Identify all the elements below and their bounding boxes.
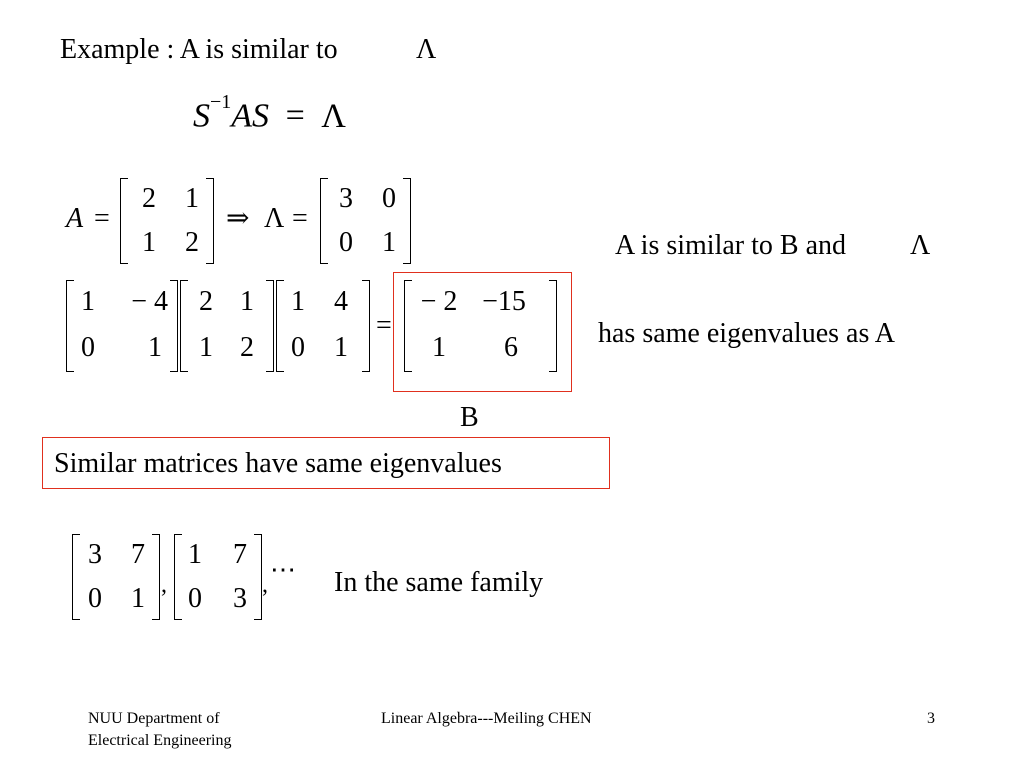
footer-page-number: 3 (927, 710, 935, 727)
matrix-cell: 3 (339, 183, 353, 214)
family-caption: In the same family (334, 567, 544, 598)
matrix-cell: 0 (88, 583, 102, 614)
matrix-s-inverse: 1 − 4 0 1 (74, 288, 168, 362)
footer-course: Linear Algebra---Meiling CHEN (381, 710, 592, 727)
matrix-cell: −15 (482, 286, 526, 317)
matrix-cell: 1 (188, 539, 202, 570)
bracket-right (152, 534, 160, 620)
matrix-cell: 1 (199, 332, 213, 363)
family-ellipsis: ⋯ (270, 555, 296, 584)
key-statement-box (42, 437, 610, 489)
matrix-cell: 7 (131, 539, 145, 570)
eq-equals: = (285, 97, 305, 135)
matrix-cell: 4 (334, 286, 348, 317)
matrix-cell: − 2 (420, 286, 458, 317)
matrix-cell: 1 (334, 332, 348, 363)
bracket-right (206, 178, 214, 264)
matrix-b-highlight (393, 272, 572, 392)
matrix-cell: 0 (81, 332, 95, 363)
bracket-right (266, 280, 274, 372)
key-statement: Similar matrices have same eigenvalues (54, 448, 502, 479)
eigenvalue-note: has same eigenvalues as A (598, 318, 896, 349)
family-comma: , (161, 572, 167, 598)
bracket-left (72, 534, 80, 620)
footer-department: NUU Department of Electrical Engineering (88, 708, 231, 752)
bracket-left (66, 280, 74, 372)
matrix-cell: 1 (382, 227, 396, 258)
matrix-cell: 2 (185, 227, 199, 258)
bracket-left (320, 178, 328, 264)
matrix-b-label: B (460, 402, 479, 433)
bracket-left (404, 280, 412, 372)
eq-as: AS (231, 97, 270, 135)
eq1-lambda: Λ (264, 203, 285, 234)
matrix-cell: 2 (240, 332, 254, 363)
matrix-cell: 1 (240, 286, 254, 317)
main-equation: S−1AS = Λ (193, 92, 346, 135)
bracket-left (276, 280, 284, 372)
heading-text: Example : A is similar to (60, 34, 338, 65)
lambda-symbol: Λ (416, 34, 437, 65)
matrix-cell: 1 (142, 227, 156, 258)
bracket-right (403, 178, 411, 264)
eq-exponent: −1 (210, 91, 232, 113)
eq1-a-var: A (66, 203, 84, 234)
matrix-cell: 7 (233, 539, 247, 570)
bracket-right (362, 280, 370, 372)
eq1-equals-2: = (292, 203, 308, 234)
matrix-cell: 6 (504, 332, 518, 363)
matrix-cell: 0 (382, 183, 396, 214)
matrix-cell: 0 (339, 227, 353, 258)
matrix-cell: 1 (185, 183, 199, 214)
similar-note-text: A is similar to B and (615, 230, 846, 261)
bracket-right (549, 280, 557, 372)
footer-dept-line2: Electrical Engineering (88, 732, 232, 749)
matrix-cell: 1 (81, 286, 95, 317)
slide-heading: Example : A is similar to (60, 36, 338, 64)
matrix-b: − 2 −15 1 6 (412, 288, 542, 362)
matrix-cell: 1 (291, 286, 305, 317)
eq2-equals: = (376, 310, 392, 341)
matrix-cell: 1 (148, 332, 162, 363)
eq-lambda: Λ (321, 97, 346, 135)
bracket-right (254, 534, 262, 620)
matrix-cell: 0 (188, 583, 202, 614)
matrix-cell: 1 (432, 332, 446, 363)
matrix-cell: 3 (88, 539, 102, 570)
bracket-left (120, 178, 128, 264)
matrix-cell: 1 (131, 583, 145, 614)
matrix-cell: − 4 (131, 286, 168, 317)
footer-dept-line1: NUU Department of (88, 710, 220, 727)
matrix-cell: 0 (291, 332, 305, 363)
family-comma: , (262, 572, 268, 598)
matrix-cell: 2 (142, 183, 156, 214)
bracket-right (170, 280, 178, 372)
similar-note-lambda: Λ (910, 230, 931, 261)
eq-s-inverse-base: S (193, 97, 210, 135)
eq1-implies: ⇒ (226, 203, 250, 234)
eq1-equals: = (94, 203, 110, 234)
similar-note: A is similar to B and (615, 232, 846, 260)
matrix-cell: 3 (233, 583, 247, 614)
bracket-left (180, 280, 188, 372)
bracket-left (174, 534, 182, 620)
matrix-cell: 2 (199, 286, 213, 317)
